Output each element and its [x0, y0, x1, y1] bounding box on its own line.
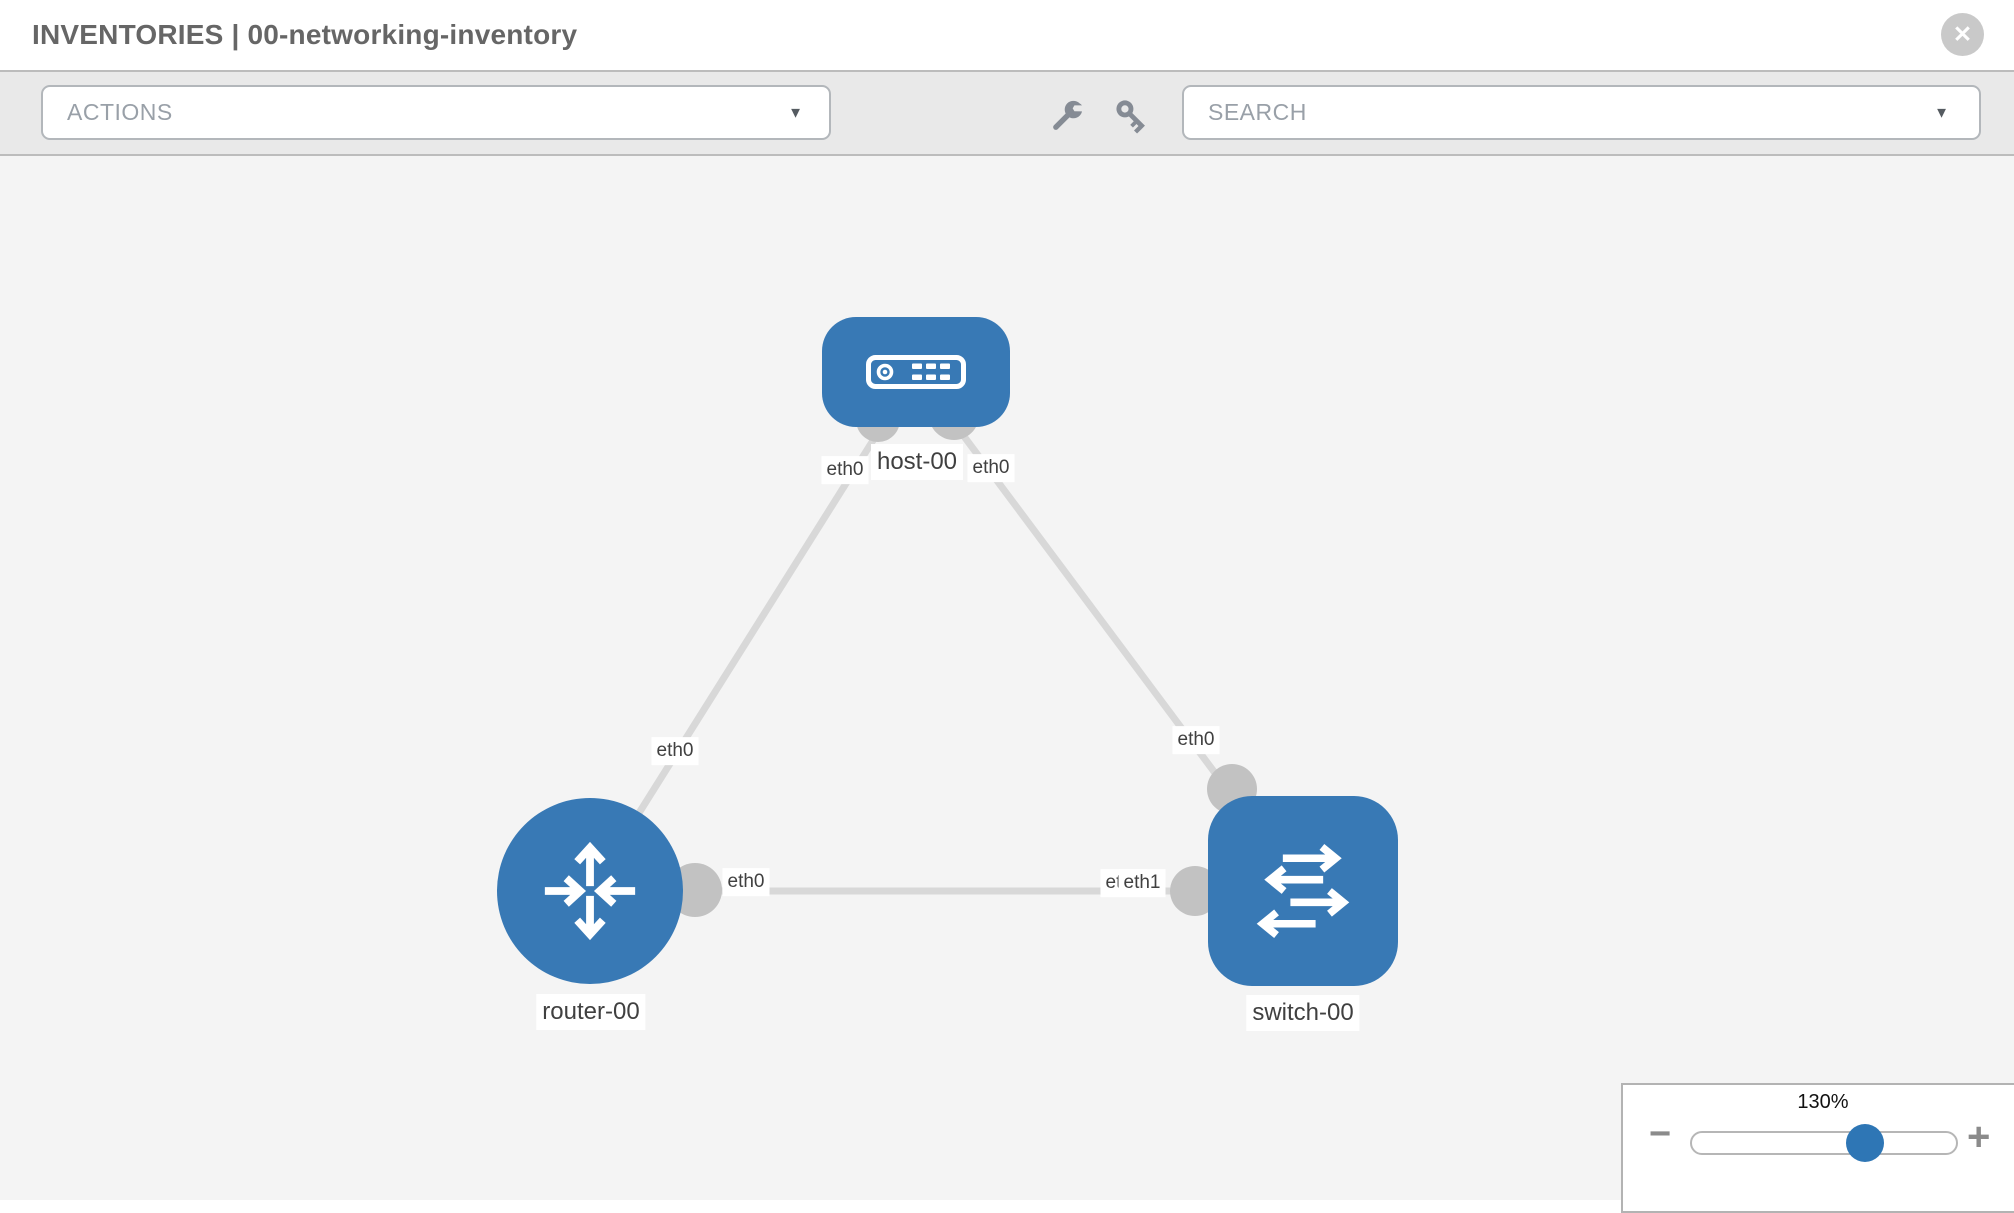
zoom-in-button[interactable]: + — [1967, 1115, 1991, 1159]
interface-label-host-right: eth0 — [967, 454, 1015, 482]
wrench-icon[interactable] — [1045, 96, 1087, 138]
search-dropdown-label: SEARCH — [1208, 99, 1307, 125]
zoom-slider-track[interactable] — [1690, 1131, 1958, 1155]
close-icon: ✕ — [1952, 21, 1973, 47]
interface-label-router-right: eth0 — [722, 868, 770, 896]
switch-arrows-icon — [1256, 843, 1350, 939]
search-dropdown[interactable]: SEARCH ▼ — [1182, 85, 1981, 140]
zoom-control-panel: 130% − + — [1621, 1083, 2014, 1213]
node-switch-00[interactable] — [1208, 796, 1398, 986]
node-label-switch[interactable]: switch-00 — [1246, 995, 1360, 1031]
zoom-out-button[interactable]: − — [1649, 1113, 1672, 1155]
actions-dropdown[interactable]: ACTIONS ▼ — [41, 85, 831, 140]
interface-label-router-top: eth0 — [651, 737, 699, 765]
node-host-00[interactable] — [822, 317, 1010, 427]
interface-label-switch-top: eth0 — [1172, 726, 1220, 754]
actions-dropdown-label: ACTIONS — [67, 99, 173, 125]
interface-label-host-left: eth0 — [821, 456, 869, 484]
node-label-host[interactable]: host-00 — [870, 444, 964, 480]
toolbar: ACTIONS ▼ SEARCH ▼ — [0, 70, 2014, 156]
node-label-router[interactable]: router-00 — [536, 994, 646, 1030]
connector-switch-left[interactable] — [1170, 866, 1220, 916]
key-icon[interactable] — [1112, 96, 1154, 138]
chevron-down-icon: ▼ — [788, 104, 803, 121]
header-bar: INVENTORIES | 00-networking-inventory ✕ — [0, 0, 2014, 70]
zoom-slider-handle[interactable] — [1846, 1124, 1884, 1162]
interface-label-switch-eth1: eth1 — [1118, 869, 1166, 897]
page-title: INVENTORIES | 00-networking-inventory — [32, 19, 578, 50]
host-device-icon — [866, 355, 966, 389]
node-router-00[interactable] — [497, 798, 683, 984]
router-arrows-icon — [544, 841, 636, 941]
zoom-percent-label: 130% — [1797, 1091, 1849, 1113]
topology-links-layer — [587, 369, 1306, 917]
chevron-down-icon: ▼ — [1934, 104, 1949, 121]
close-button[interactable]: ✕ — [1941, 13, 1984, 56]
topology-canvas[interactable]: host-00 router-00 switch-00 eth0 eth0 et… — [0, 156, 2014, 1200]
